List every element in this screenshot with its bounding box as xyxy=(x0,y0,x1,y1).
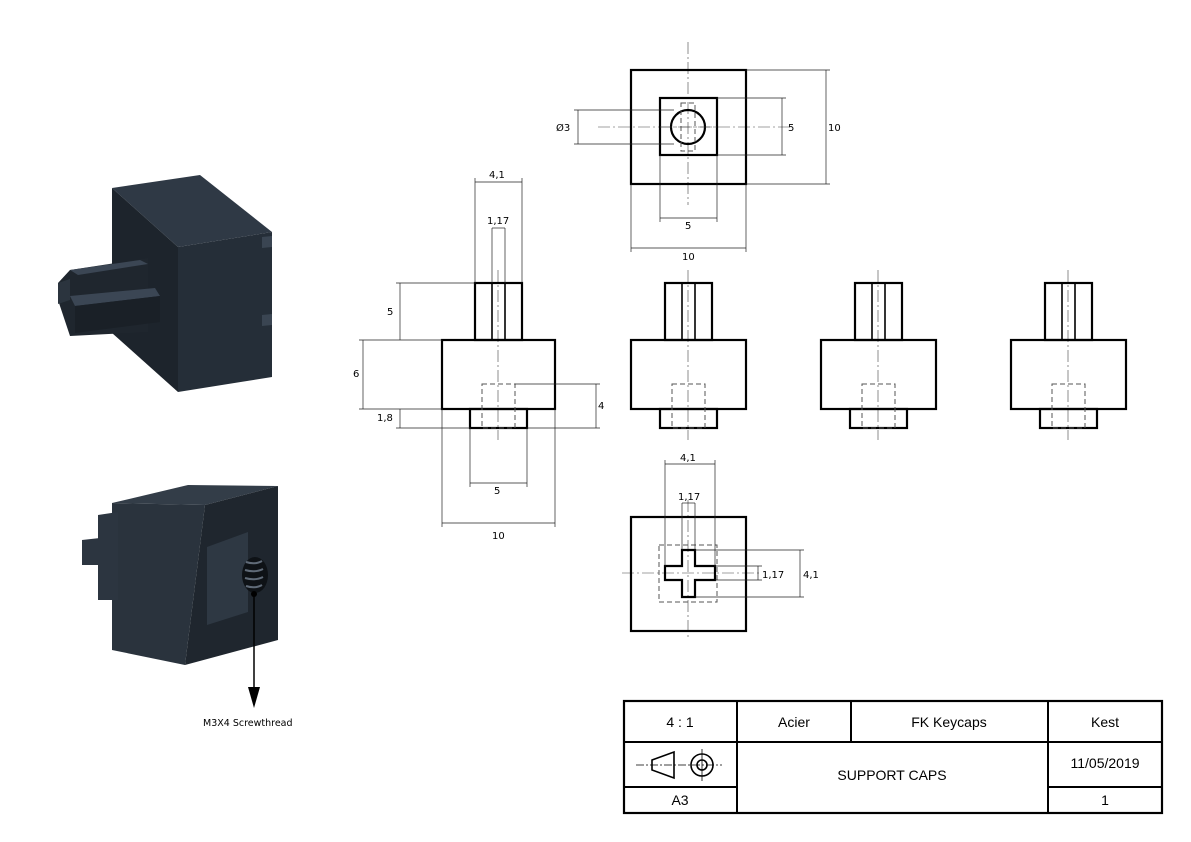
title-block xyxy=(622,699,1164,815)
dim-cross-width: 4,1 xyxy=(680,453,696,464)
dim-square-width: 5 xyxy=(685,221,691,232)
screwthread-leader xyxy=(248,594,260,708)
dim-square-height: 5 xyxy=(788,123,794,134)
title-block-scale: 4 : 1 xyxy=(666,714,693,730)
dim-base-width: 5 xyxy=(494,486,500,497)
dim-cross-slot-height: 1,17 xyxy=(762,570,784,581)
dim-hole-diameter: Ø3 xyxy=(556,122,570,134)
dim-body-height: 6 xyxy=(353,369,359,380)
title-block-material: Acier xyxy=(778,714,810,730)
title-block-sheet: 1 xyxy=(1101,792,1109,808)
isometric-view-back xyxy=(82,485,278,665)
dim-slot-width: 1,17 xyxy=(487,216,509,227)
projection-symbol-icon xyxy=(636,749,722,781)
title-block-author: Kest xyxy=(1091,714,1119,730)
title-block-title: SUPPORT CAPS xyxy=(837,767,946,783)
title-block-format: A3 xyxy=(671,792,688,808)
dim-base-height: 1,8 xyxy=(377,413,393,424)
dim-outer-height: 10 xyxy=(828,123,841,134)
title-block-date: 11/05/2019 xyxy=(1070,755,1139,771)
dim-hole-depth: 4 xyxy=(598,401,604,412)
dim-outer-width: 10 xyxy=(682,252,695,263)
screwthread-note: M3X4 Screwthread xyxy=(203,718,293,729)
side-view-3 xyxy=(1009,270,1128,440)
dim-body-width: 10 xyxy=(492,531,505,542)
dim-cross-slot-width: 1,17 xyxy=(678,492,700,503)
bottom-view xyxy=(622,460,804,640)
dim-cross-height: 4,1 xyxy=(803,570,819,581)
side-view-1 xyxy=(629,270,748,440)
title-block-project: FK Keycaps xyxy=(911,714,986,730)
dim-stem-height: 5 xyxy=(387,307,393,318)
isometric-view-front xyxy=(58,175,272,392)
top-view xyxy=(574,42,830,252)
dim-stem-width: 4,1 xyxy=(489,170,505,181)
side-view-2 xyxy=(819,270,938,440)
front-view xyxy=(359,178,600,527)
